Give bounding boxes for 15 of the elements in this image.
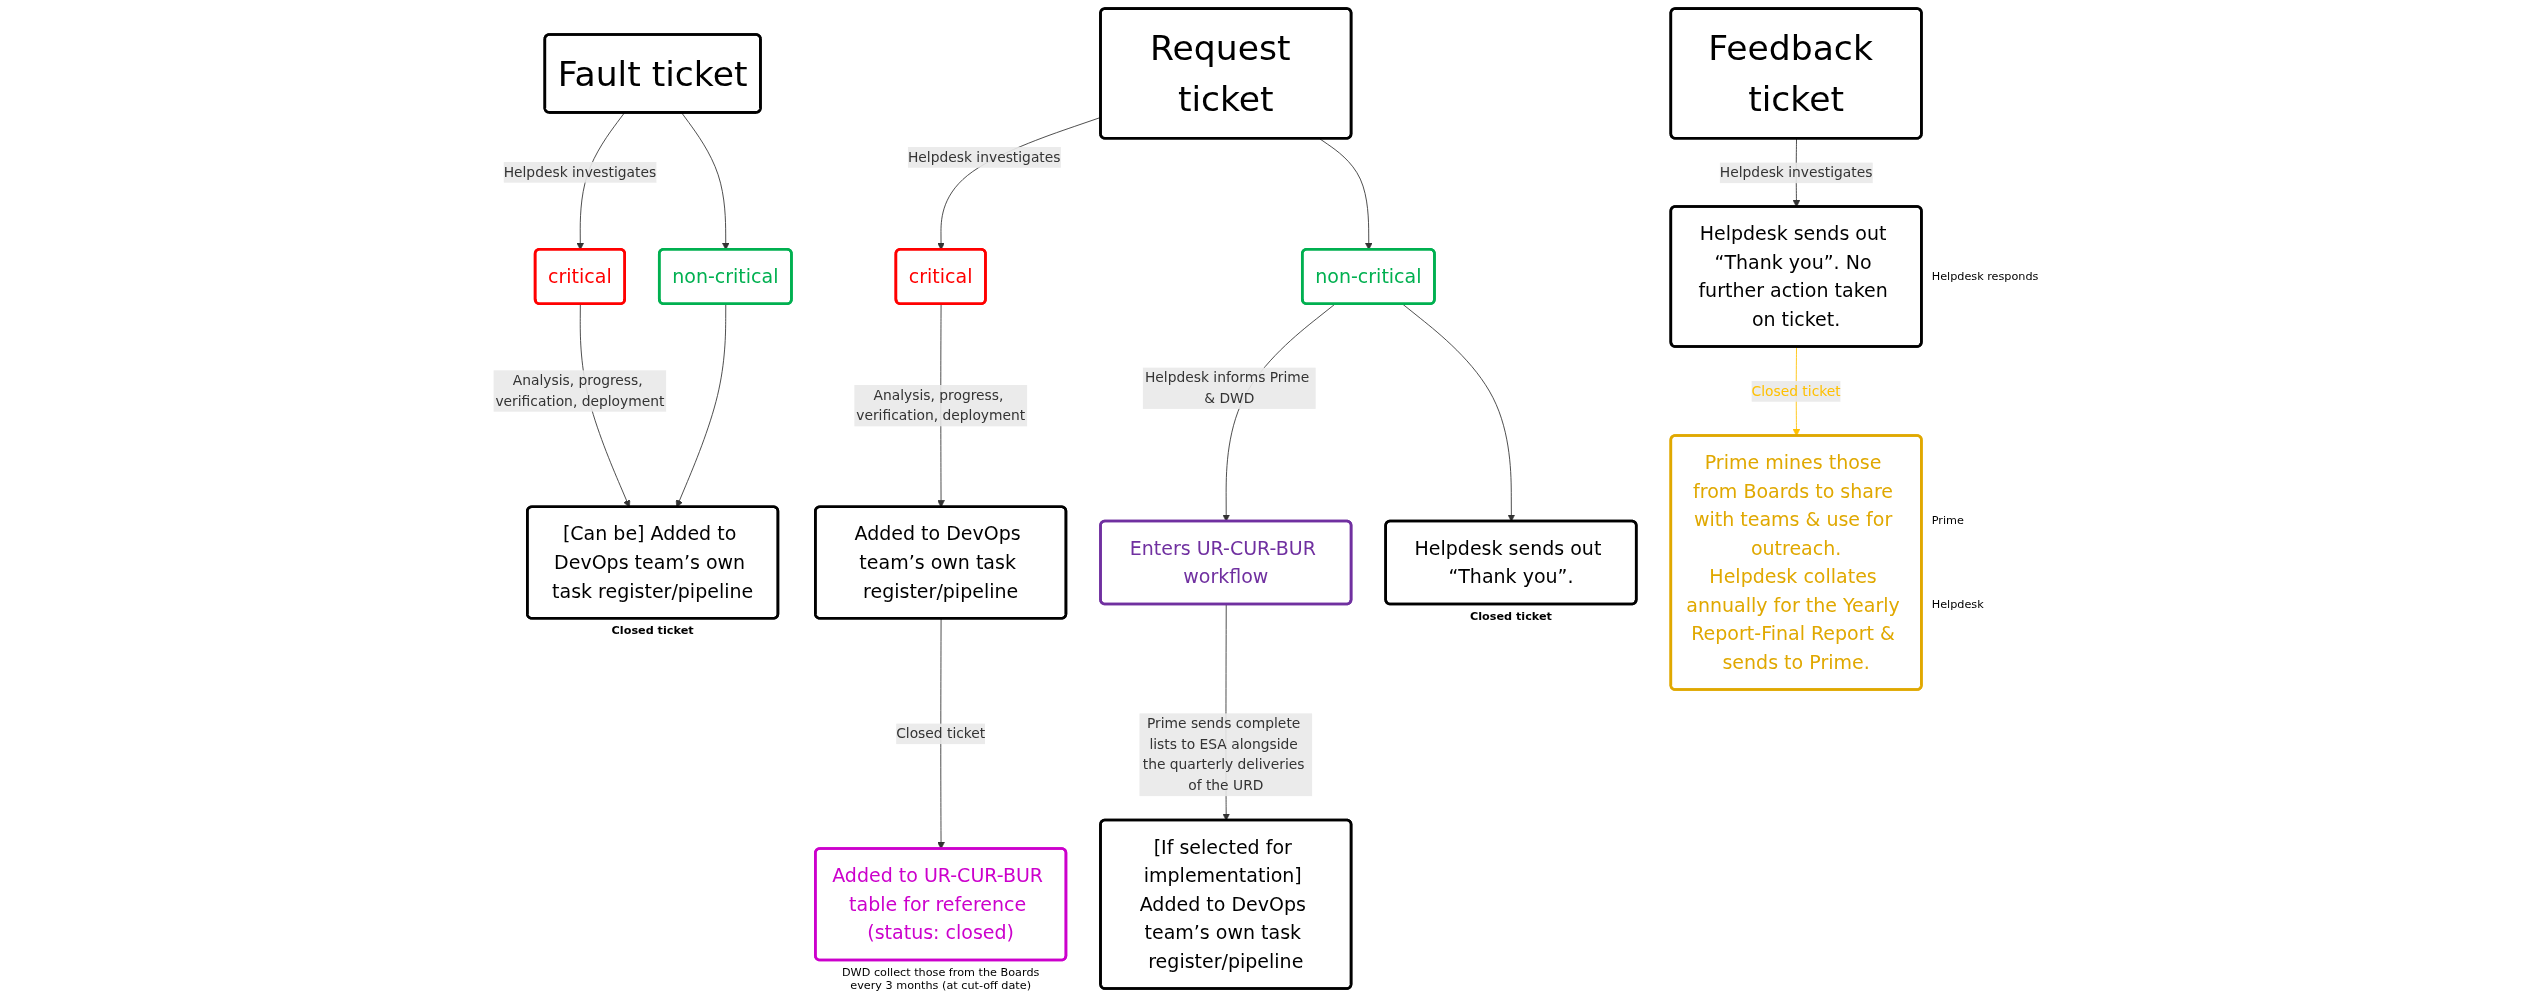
edge-label: Helpdesk investigates <box>503 163 657 181</box>
edge-label: Closed ticket <box>896 725 986 742</box>
edge-label: Closed ticket <box>1751 382 1841 400</box>
node-caption: Closed ticket <box>1469 609 1552 623</box>
node-caption: Helpdesk <box>1931 598 1984 612</box>
edge-label: Analysis, progress, verification, deployment <box>495 371 665 410</box>
node-caption: Helpdesk responds <box>1931 269 2039 283</box>
edge-label: Analysis, progress, verification, deployment <box>856 386 1026 424</box>
edge-label: Helpdesk investigates <box>907 148 1061 166</box>
node-caption: DWD collect those from the Boards every 3 months (at cut-off date) <box>841 965 1040 993</box>
edge-label: Helpdesk informs Prime & DWD <box>1144 369 1310 407</box>
edge-label: Helpdesk investigates <box>1719 164 1873 181</box>
node-caption: Closed ticket <box>611 623 694 637</box>
edge-label: Prime sends complete lists to ESA alongside the quarterly deliveries of the URD <box>1142 715 1305 794</box>
node-caption: Prime <box>1931 513 1964 527</box>
